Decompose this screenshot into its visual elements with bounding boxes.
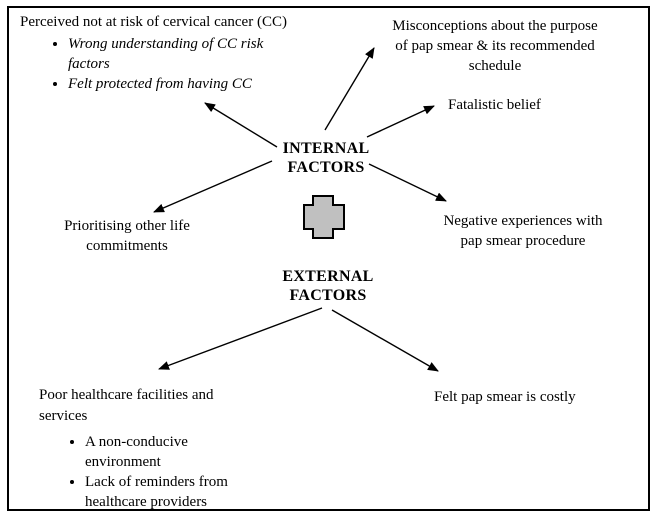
bullet-text: Wrong understanding of CC risk factors: [68, 36, 264, 72]
node-poor-facilities: Poor healthcare facilities and services …: [39, 385, 309, 512]
node-text-line: Negative experiences with: [443, 213, 603, 229]
node-negative-experiences: Negative experiences with pap smear proc…: [428, 211, 618, 251]
bullet-list: Wrong understanding of CC risk factors F…: [20, 34, 340, 94]
node-text-line: Misconceptions about the purpose: [392, 18, 598, 34]
node-text-line: pap smear procedure: [460, 233, 586, 249]
node-fatalistic-belief: Fatalistic belief: [448, 95, 541, 115]
bullet-text: Lack of reminders from healthcare provid…: [85, 474, 228, 510]
node-felt-costly: Felt pap smear is costly: [434, 387, 576, 407]
medical-cross-icon: [303, 195, 345, 239]
node-title: Perceived not at risk of cervical cancer…: [20, 14, 287, 30]
node-text-line: of pap smear & its recommended: [395, 38, 595, 54]
hub-label-line: EXTERNAL: [282, 268, 374, 285]
list-item: Felt protected from having CC: [68, 74, 300, 94]
node-prioritising-commitments: Prioritising other life commitments: [47, 216, 207, 256]
node-text: Fatalistic belief: [448, 97, 541, 113]
node-text-line: services: [39, 408, 88, 424]
node-text-line: Poor healthcare facilities and: [39, 387, 214, 403]
list-item: Wrong understanding of CC risk factors: [68, 34, 300, 74]
list-item: Lack of reminders from healthcare provid…: [85, 472, 253, 512]
figure-frame: [7, 6, 650, 511]
hub-label-line: FACTORS: [287, 159, 365, 176]
bullet-list: A non-conducive environment Lack of remi…: [39, 432, 309, 512]
node-perceived-not-at-risk: Perceived not at risk of cervical cancer…: [20, 12, 340, 94]
bullet-text: Felt protected from having CC: [68, 76, 252, 92]
hub-external-factors: EXTERNAL FACTORS: [268, 267, 388, 305]
node-text-line: schedule: [468, 58, 522, 74]
node-text-line: commitments: [86, 238, 168, 254]
hub-label-line: FACTORS: [289, 287, 367, 304]
bullet-text: A non-conducive environment: [85, 434, 188, 470]
list-item: A non-conducive environment: [85, 432, 253, 472]
node-text-line: Prioritising other life: [64, 218, 190, 234]
node-text: Felt pap smear is costly: [434, 389, 576, 405]
node-misconceptions: Misconceptions about the purpose of pap …: [370, 16, 620, 76]
hub-label-line: INTERNAL: [282, 140, 370, 157]
hub-internal-factors: INTERNAL FACTORS: [266, 139, 386, 177]
